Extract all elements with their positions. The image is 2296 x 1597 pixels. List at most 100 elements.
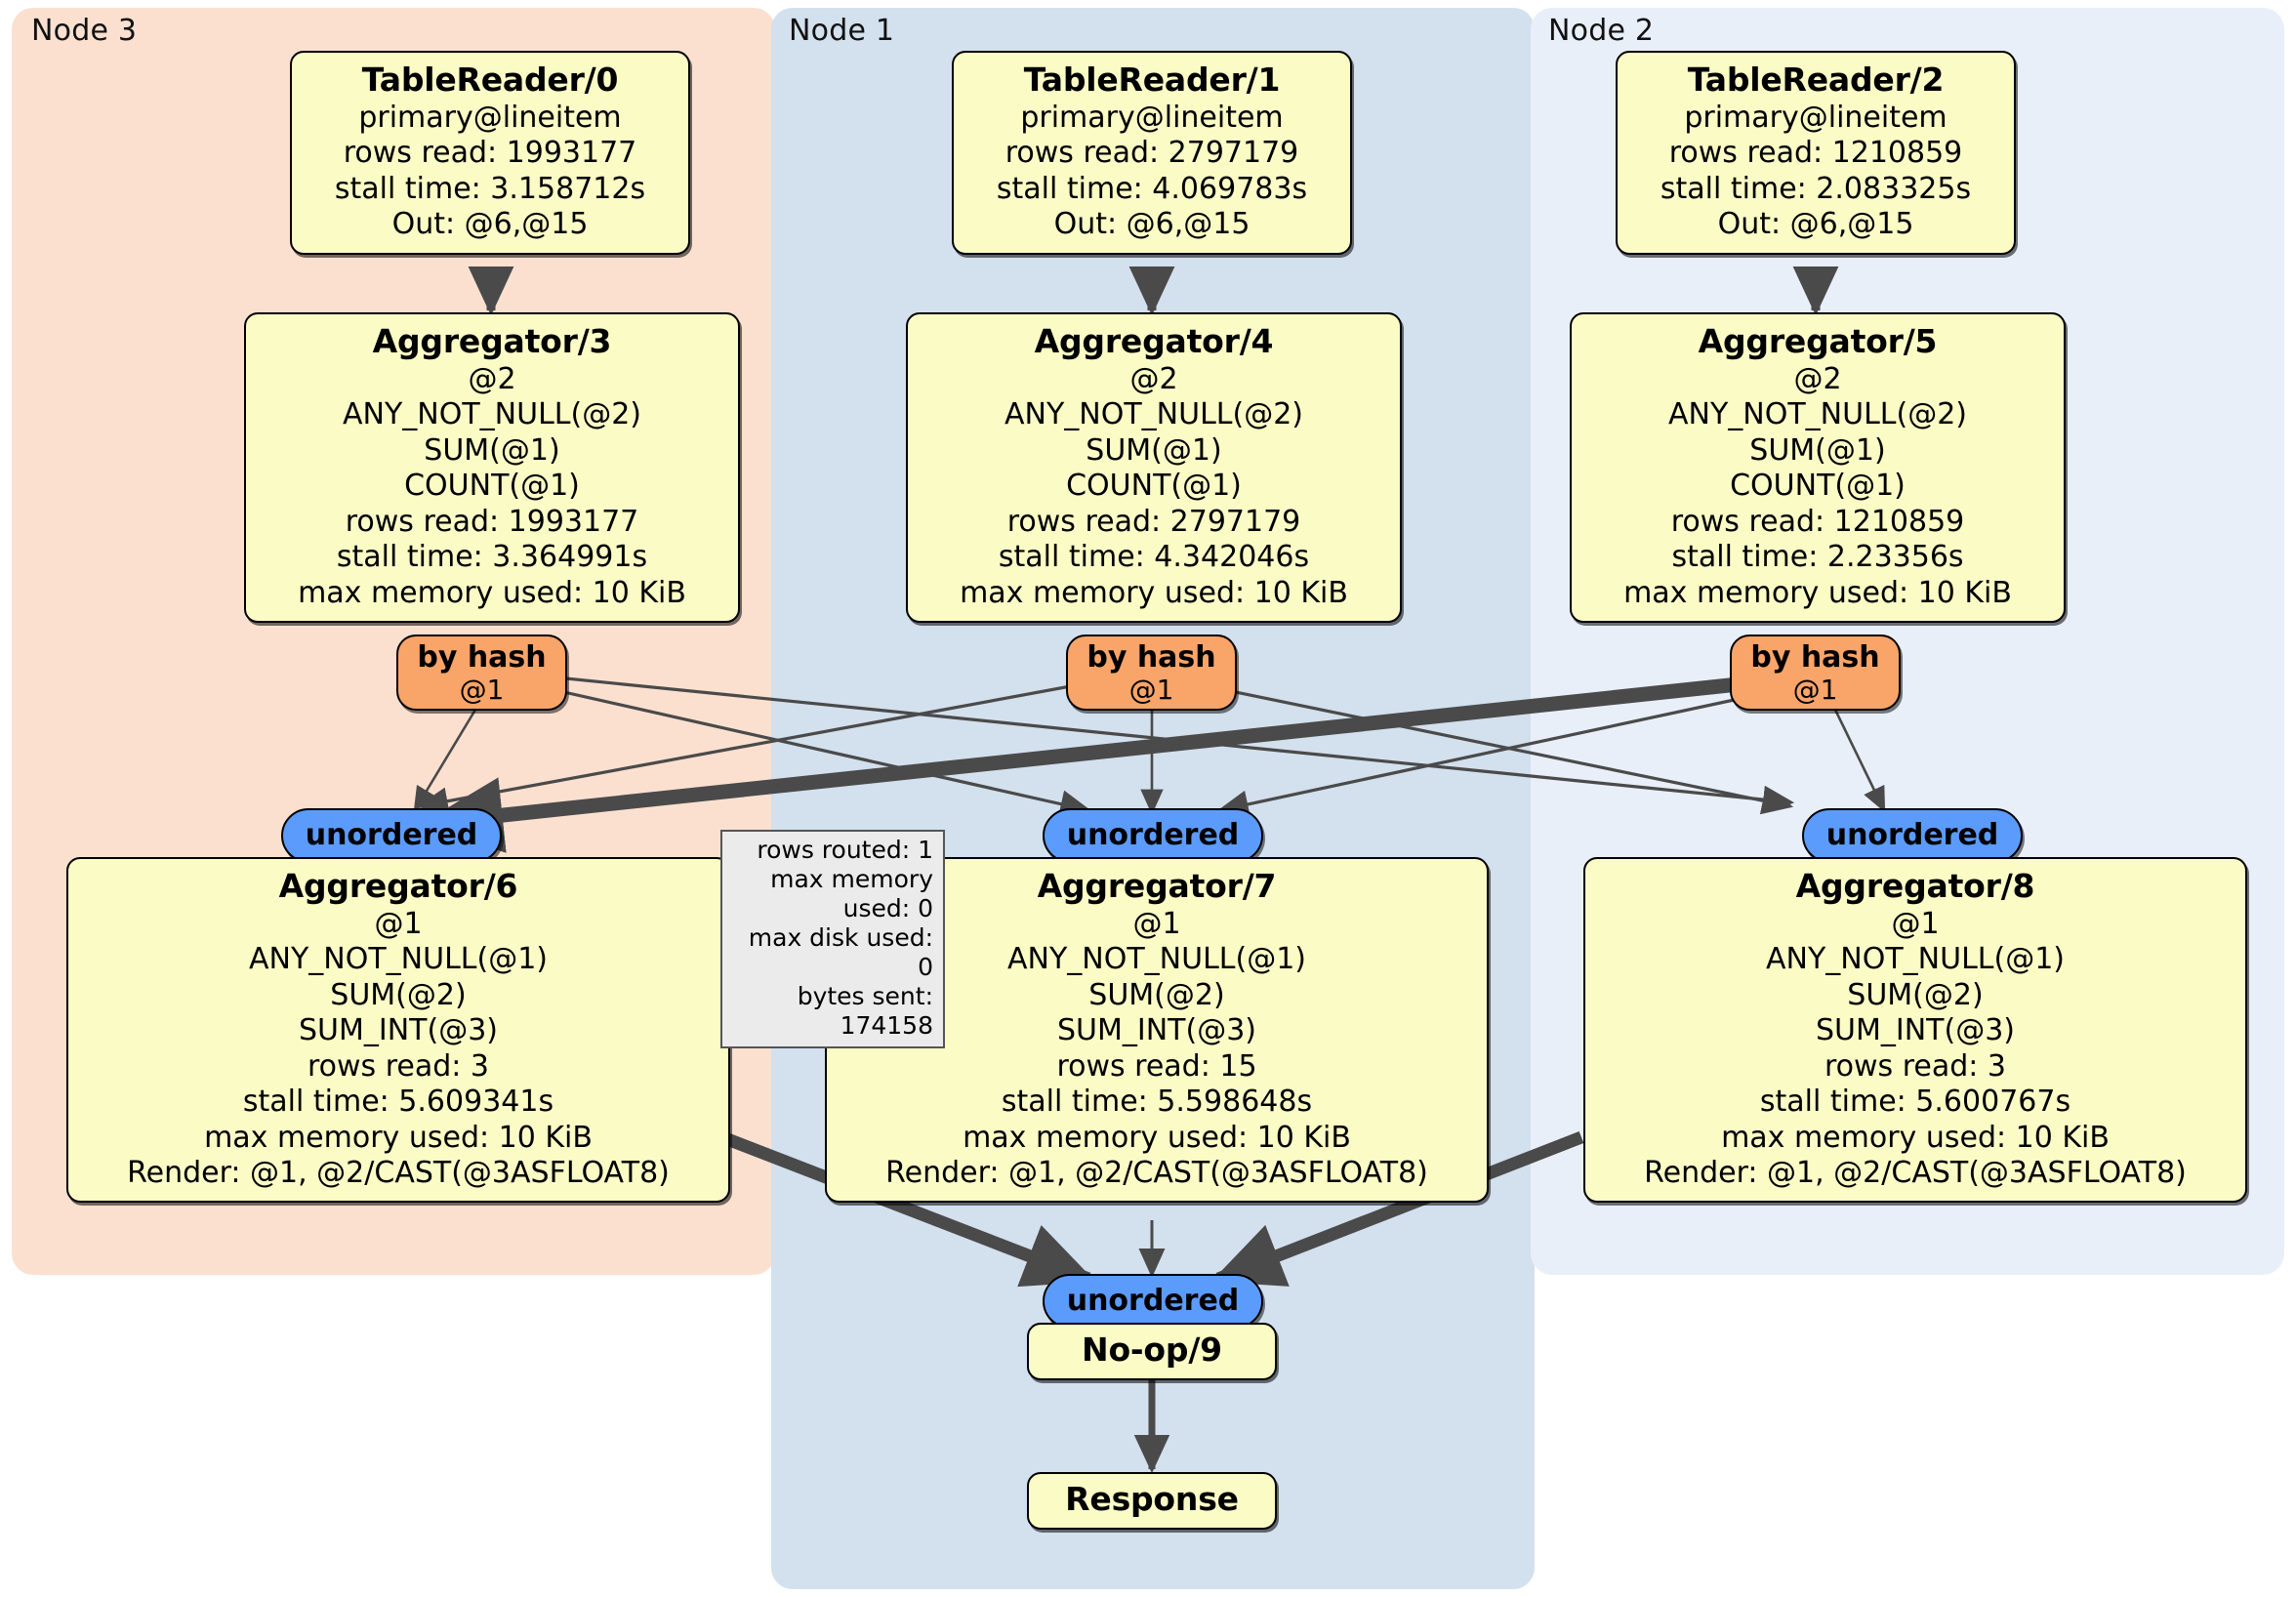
node-panel-label-node3: Node 3 [31, 14, 138, 48]
processor-max-memory: max memory used: 10 KiB [1623, 575, 2012, 610]
router-by-hash-node3[interactable]: by hash @1 [396, 635, 567, 711]
processor-agg-2: SUM(@2) [1847, 977, 1984, 1012]
processor-rows-read: rows read: 1210859 [1668, 136, 1963, 171]
router-type: by hash [417, 640, 547, 675]
processor-title: Aggregator/3 [372, 322, 612, 360]
processor-group-cols: @2 [468, 361, 516, 396]
processor-rows-read: rows read: 3 [1824, 1048, 2007, 1084]
processor-group-cols: @1 [1891, 906, 1940, 941]
processor-title: Aggregator/7 [1037, 867, 1277, 905]
edge-stats-callout: rows routed: 1 max memory used: 0 max di… [720, 830, 945, 1048]
edge-stats-max-memory: max memory used: 0 [770, 865, 933, 922]
processor-stall-time: stall time: 2.23356s [1671, 540, 1964, 575]
processor-title: No-op/9 [1082, 1331, 1222, 1369]
processor-stall-time: stall time: 4.342046s [998, 540, 1310, 575]
processor-agg-1: ANY_NOT_NULL(@2) [1004, 397, 1303, 432]
processor-agg-1: ANY_NOT_NULL(@2) [1668, 397, 1967, 432]
router-column: @1 [459, 674, 505, 707]
processor-stall-time: stall time: 3.364991s [336, 540, 648, 575]
processor-max-memory: max memory used: 10 KiB [204, 1120, 593, 1155]
processor-group-cols: @1 [374, 906, 423, 941]
synchronizer-unordered-node2[interactable]: unordered [1802, 808, 2023, 863]
processor-rows-read: rows read: 1210859 [1670, 504, 1965, 539]
processor-box-aggregator-8[interactable]: Aggregator/8 @1 ANY_NOT_NULL(@1) SUM(@2)… [1583, 857, 2247, 1204]
router-type: by hash [1086, 640, 1216, 675]
processor-box-aggregator-5[interactable]: Aggregator/5 @2 ANY_NOT_NULL(@2) SUM(@1)… [1570, 312, 2066, 623]
node-panel-label-node1: Node 1 [789, 14, 895, 48]
processor-out: Out: @6,@15 [1053, 207, 1250, 242]
synchronizer-label: unordered [305, 818, 478, 852]
synchronizer-unordered-final[interactable]: unordered [1043, 1274, 1263, 1329]
processor-agg-2: SUM(@2) [1088, 977, 1225, 1012]
synchronizer-unordered-node3[interactable]: unordered [281, 808, 502, 863]
processor-agg-3: COUNT(@1) [1066, 469, 1242, 504]
synchronizer-label: unordered [1066, 1284, 1240, 1318]
processor-stall-time: stall time: 2.083325s [1660, 171, 1972, 206]
processor-title: TableReader/2 [1687, 61, 1945, 99]
processor-max-memory: max memory used: 10 KiB [1721, 1120, 2110, 1155]
router-type: by hash [1750, 640, 1880, 675]
processor-agg-3: COUNT(@1) [1730, 469, 1906, 504]
processor-box-aggregator-6[interactable]: Aggregator/6 @1 ANY_NOT_NULL(@1) SUM(@2)… [66, 857, 730, 1204]
processor-max-memory: max memory used: 10 KiB [960, 575, 1348, 610]
processor-table: primary@lineitem [358, 100, 622, 135]
processor-max-memory: max memory used: 10 KiB [963, 1120, 1351, 1155]
processor-agg-3: SUM_INT(@3) [1816, 1013, 2015, 1048]
processor-title: TableReader/1 [1023, 61, 1281, 99]
processor-title: Aggregator/4 [1034, 322, 1274, 360]
processor-agg-1: ANY_NOT_NULL(@1) [249, 942, 548, 977]
processor-group-cols: @1 [1132, 906, 1181, 941]
node-panel-label-node2: Node 2 [1548, 14, 1655, 48]
processor-render: Render: @1, @2/CAST(@3ASFLOAT8) [1644, 1155, 2187, 1190]
edge-stats-bytes-sent: bytes sent: 174158 [797, 982, 933, 1040]
synchronizer-unordered-node1[interactable]: unordered [1043, 808, 1263, 863]
router-column: @1 [1128, 674, 1174, 707]
processor-agg-1: ANY_NOT_NULL(@2) [343, 397, 641, 432]
processor-max-memory: max memory used: 10 KiB [298, 575, 686, 610]
processor-table: primary@lineitem [1020, 100, 1284, 135]
processor-box-aggregator-4[interactable]: Aggregator/4 @2 ANY_NOT_NULL(@2) SUM(@1)… [906, 312, 1402, 623]
processor-title: Aggregator/5 [1698, 322, 1938, 360]
processor-box-noop-9[interactable]: No-op/9 [1027, 1323, 1277, 1380]
processor-box-tablereader-0[interactable]: TableReader/0 primary@lineitem rows read… [290, 51, 690, 255]
processor-title: Aggregator/8 [1795, 867, 2035, 905]
processor-title: TableReader/0 [361, 61, 619, 99]
processor-stall-time: stall time: 5.609341s [242, 1085, 554, 1120]
processor-group-cols: @2 [1129, 361, 1178, 396]
processor-out: Out: @6,@15 [391, 207, 589, 242]
processor-title: Response [1065, 1480, 1239, 1518]
processor-agg-1: ANY_NOT_NULL(@1) [1766, 942, 2065, 977]
router-by-hash-node2[interactable]: by hash @1 [1730, 635, 1901, 711]
processor-stall-time: stall time: 5.600767s [1759, 1085, 2071, 1120]
processor-agg-2: SUM(@1) [1749, 432, 1886, 468]
processor-out: Out: @6,@15 [1717, 207, 1914, 242]
processor-box-tablereader-2[interactable]: TableReader/2 primary@lineitem rows read… [1616, 51, 2016, 255]
processor-rows-read: rows read: 1993177 [343, 136, 637, 171]
processor-stall-time: stall time: 4.069783s [996, 171, 1308, 206]
processor-box-response[interactable]: Response [1027, 1472, 1277, 1530]
processor-agg-2: SUM(@1) [1086, 432, 1222, 468]
router-by-hash-node1[interactable]: by hash @1 [1066, 635, 1237, 711]
synchronizer-label: unordered [1825, 818, 1999, 852]
edge-stats-max-disk: max disk used: 0 [748, 923, 933, 981]
processor-agg-2: SUM(@2) [330, 977, 467, 1012]
router-column: @1 [1792, 674, 1838, 707]
processor-rows-read: rows read: 15 [1056, 1048, 1257, 1084]
processor-rows-read: rows read: 2797179 [1006, 504, 1301, 539]
processor-group-cols: @2 [1793, 361, 1842, 396]
processor-agg-3: SUM_INT(@3) [299, 1013, 498, 1048]
processor-box-aggregator-3[interactable]: Aggregator/3 @2 ANY_NOT_NULL(@2) SUM(@1)… [244, 312, 740, 623]
processor-rows-read: rows read: 1993177 [345, 504, 639, 539]
processor-title: Aggregator/6 [278, 867, 518, 905]
edge-stats-rows-routed: rows routed: 1 [757, 836, 933, 864]
processor-box-tablereader-1[interactable]: TableReader/1 primary@lineitem rows read… [952, 51, 1352, 255]
synchronizer-label: unordered [1066, 818, 1240, 852]
processor-rows-read: rows read: 2797179 [1004, 136, 1299, 171]
processor-table: primary@lineitem [1684, 100, 1948, 135]
processor-agg-3: COUNT(@1) [404, 469, 580, 504]
processor-stall-time: stall time: 5.598648s [1001, 1085, 1313, 1120]
processor-rows-read: rows read: 3 [307, 1048, 490, 1084]
processor-agg-1: ANY_NOT_NULL(@1) [1007, 942, 1306, 977]
processor-agg-3: SUM_INT(@3) [1057, 1013, 1256, 1048]
